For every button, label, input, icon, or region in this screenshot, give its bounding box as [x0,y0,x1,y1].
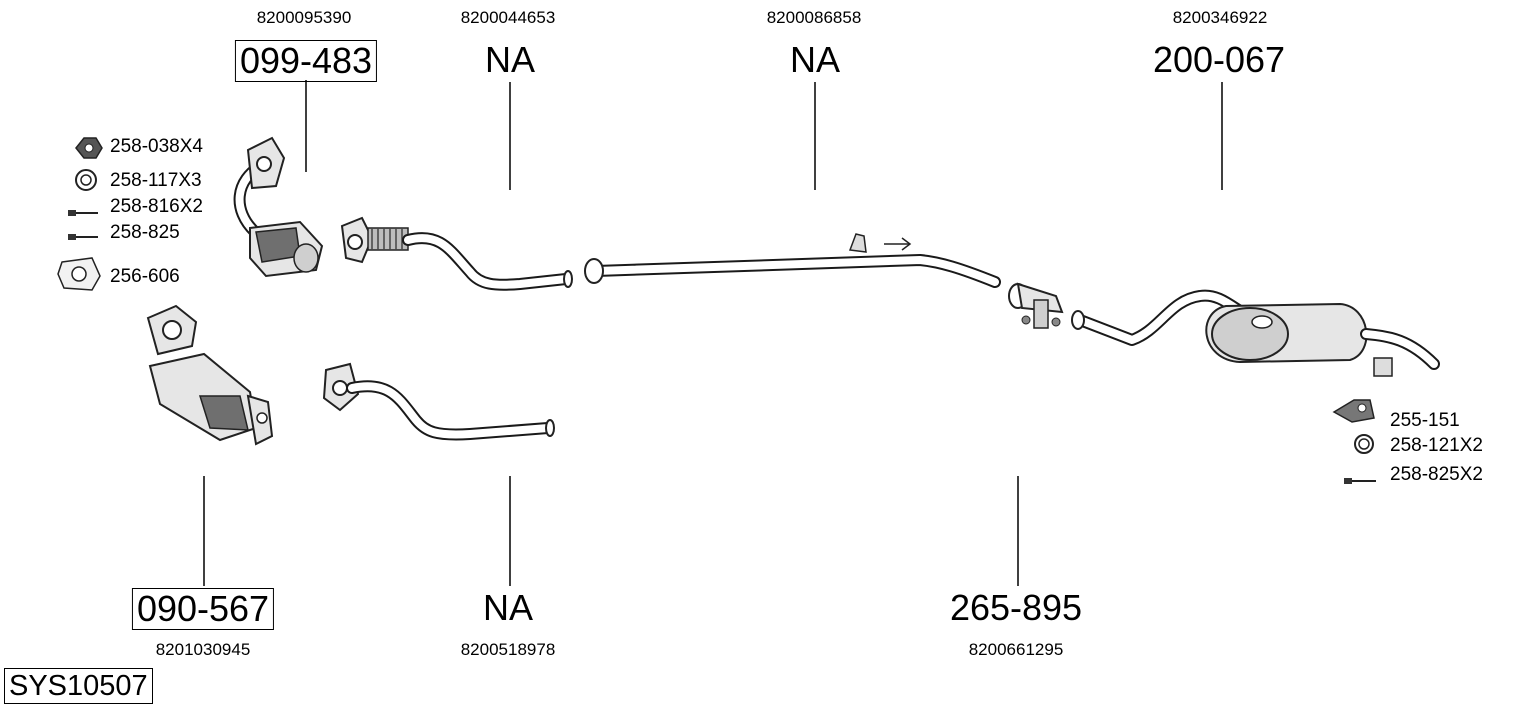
part-number-label: 200-067 [1152,39,1286,80]
front-pipe-lower [322,362,555,441]
accessory-label: 256-606 [110,266,180,287]
part-number-label: 099-483 [234,40,378,82]
flange-gasket-icon [57,257,101,291]
ring-gasket-icon [1354,434,1374,454]
accessory-label: 258-825 [110,222,180,243]
oem-number-label: 8201030945 [155,640,251,659]
part-number-label: 265-895 [949,587,1083,628]
accessory-label: 258-825X2 [1390,464,1483,485]
bolt-icon [68,210,98,216]
part-number-label: NA [789,39,841,80]
oem-number-label: 8200095390 [256,8,352,27]
oem-number-label: 8200086858 [766,8,862,27]
bolt-icon [68,234,98,240]
oem-number-label: 8200044653 [460,8,556,27]
bolt-icon [1344,478,1376,484]
oem-number-label: 8200346922 [1172,8,1268,27]
system-id-label: SYS10507 [4,668,153,704]
rear-silencer [1071,289,1440,377]
catalytic-converter-lower [146,304,274,446]
accessory-label: 258-816X2 [110,196,203,217]
nut-icon [75,137,103,159]
accessory-label: 258-121X2 [1390,435,1483,456]
accessory-label: 255-151 [1390,410,1460,431]
part-number-label: 090-567 [131,588,275,630]
pipe-clamp [1008,282,1064,329]
intermediate-pipe [584,233,1001,288]
front-pipe-upper [340,216,573,291]
oem-number-label: 8200661295 [968,640,1064,659]
part-number-label: NA [482,587,534,628]
ring-gasket-icon [75,169,97,191]
mounting-bracket-icon [1332,399,1375,423]
accessory-label: 258-038X4 [110,136,203,157]
oem-number-label: 8200518978 [460,640,556,659]
accessory-label: 258-117X3 [110,170,202,191]
catalytic-converter-upper [233,136,324,278]
part-number-label: NA [484,39,536,80]
